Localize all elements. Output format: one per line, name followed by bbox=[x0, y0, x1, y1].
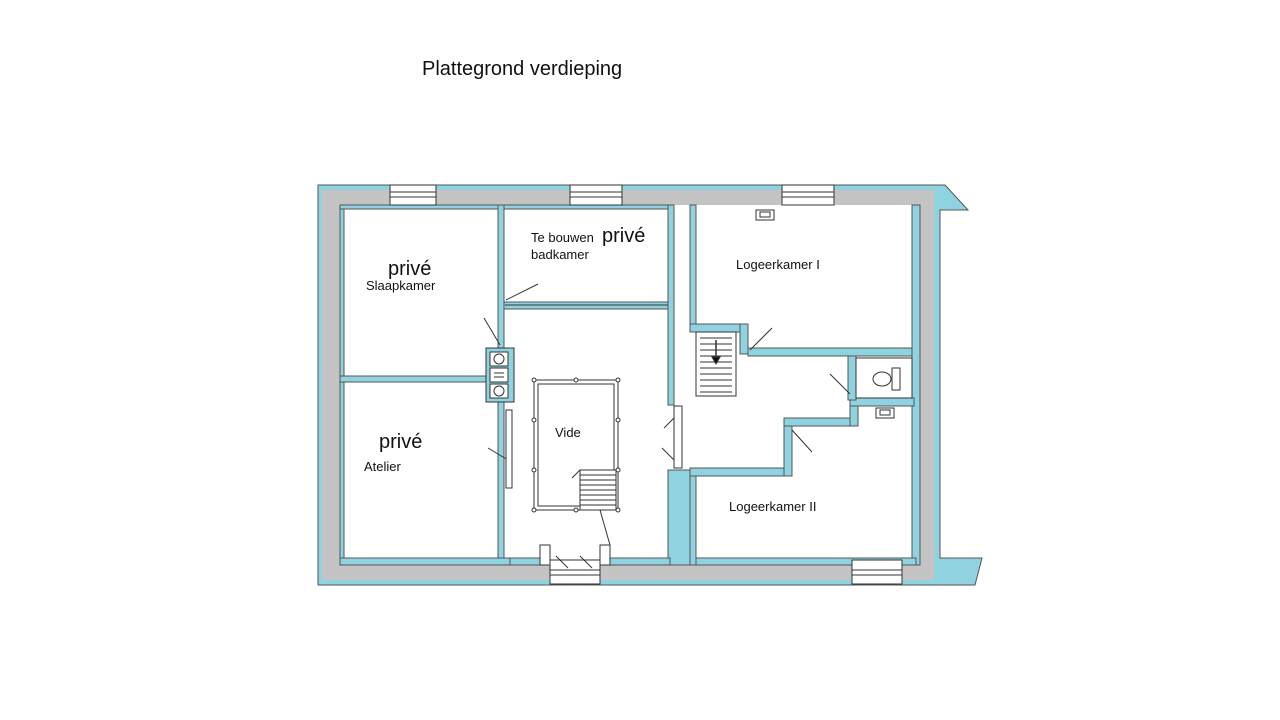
windows bbox=[389, 184, 903, 585]
vide-balustrade bbox=[531, 377, 621, 513]
badkamer-label-line1: Te bouwen bbox=[531, 230, 594, 245]
atelier-label: Atelier bbox=[364, 459, 402, 474]
logeerkamer-1-label: Logeerkamer I bbox=[736, 257, 820, 272]
washbasin-icon bbox=[755, 209, 895, 419]
stair-vide bbox=[571, 469, 617, 511]
toilet-icon bbox=[855, 357, 913, 399]
outer-walls bbox=[317, 184, 983, 586]
radiator-icon bbox=[485, 347, 515, 403]
logeerkamer-2-label: Logeerkamer II bbox=[729, 499, 816, 514]
slaapkamer-label: Slaapkamer bbox=[366, 278, 436, 293]
badkamer-status: privé bbox=[602, 225, 645, 247]
atelier-status: privé bbox=[379, 431, 422, 453]
vide-label: Vide bbox=[555, 425, 581, 440]
slaapkamer-status: privé bbox=[388, 258, 431, 280]
doors bbox=[483, 283, 851, 569]
page-title: Plattegrond verdieping bbox=[422, 58, 623, 80]
stair-down-arrow-icon bbox=[695, 331, 737, 397]
badkamer-label-line2: badkamer bbox=[531, 247, 589, 262]
